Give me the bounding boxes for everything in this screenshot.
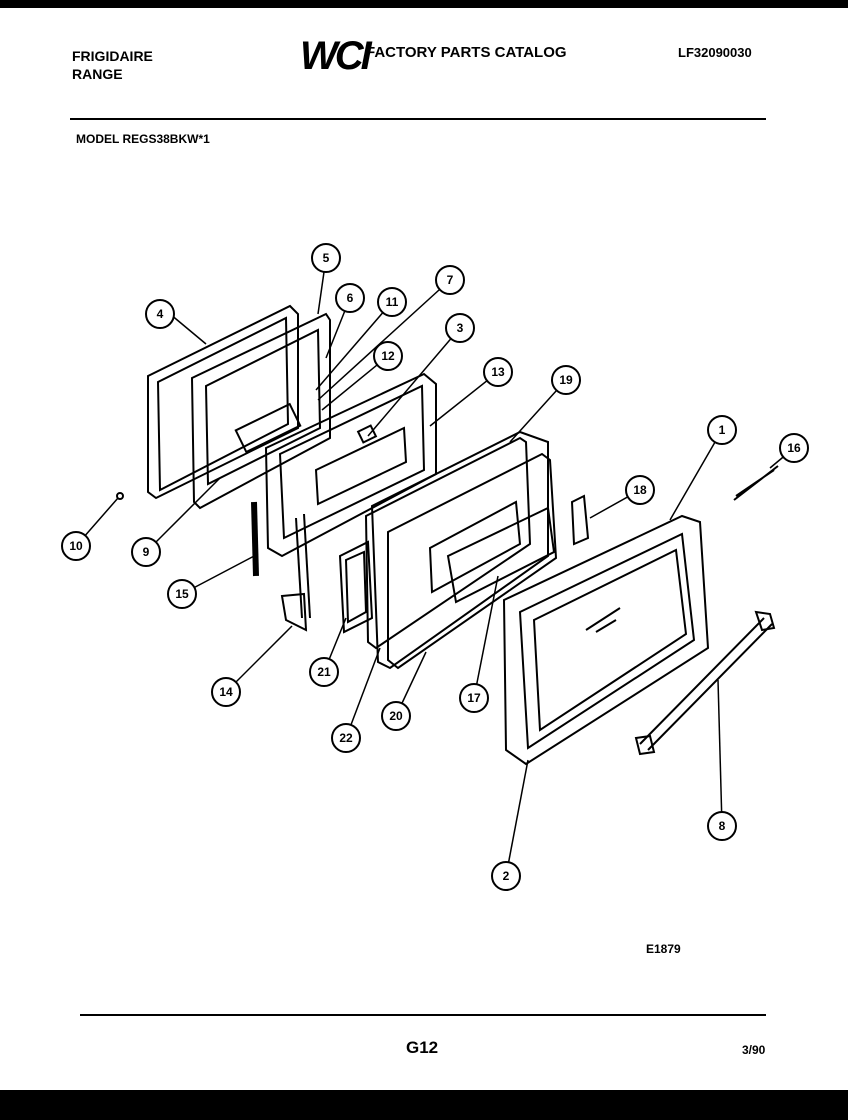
leader-lines — [75, 257, 795, 877]
callout-17: 17 — [459, 683, 489, 713]
callout-19: 19 — [551, 365, 581, 395]
callout-label: 22 — [339, 731, 353, 745]
callout-label: 8 — [719, 819, 726, 833]
callout-circle — [131, 537, 161, 567]
callout-label: 19 — [559, 373, 573, 387]
parts-drawing — [116, 304, 779, 766]
callout-9: 9 — [131, 537, 161, 567]
callout-14: 14 — [211, 677, 241, 707]
callout-circle — [435, 265, 465, 295]
part-door-liner — [147, 304, 299, 500]
part-insulation — [338, 540, 374, 634]
callout-label: 17 — [467, 691, 481, 705]
callout-13: 13 — [483, 357, 513, 387]
callout-1: 1 — [707, 415, 737, 445]
callout-circle — [707, 811, 737, 841]
date-code: 3/90 — [742, 1043, 766, 1057]
catalog-title: FACTORY PARTS CATALOG — [366, 44, 567, 61]
callout-circle — [551, 365, 581, 395]
callout-16: 16 — [779, 433, 809, 463]
callout-21: 21 — [309, 657, 339, 687]
figure-code: E1879 — [646, 942, 681, 956]
callout-8: 8 — [707, 811, 737, 841]
header-rule — [70, 118, 766, 120]
callout-label: 14 — [219, 685, 233, 699]
callout-label: 9 — [143, 545, 150, 559]
callout-5: 5 — [311, 243, 341, 273]
callout-label: 4 — [157, 307, 164, 321]
callout-circle — [381, 701, 411, 731]
callout-label: 3 — [457, 321, 464, 335]
callout-18: 18 — [625, 475, 655, 505]
callout-circle — [445, 313, 475, 343]
callout-label: 10 — [69, 539, 83, 553]
callout-label: 18 — [633, 483, 647, 497]
catalog-page: FRIGIDAIRE RANGE WCI FACTORY PARTS CATAL… — [0, 8, 848, 1090]
callout-circle — [373, 341, 403, 371]
callout-circle — [311, 243, 341, 273]
callout-circle — [483, 357, 513, 387]
callout-circle — [779, 433, 809, 463]
callout-label: 5 — [323, 251, 330, 265]
callout-label: 13 — [491, 365, 505, 379]
callout-7: 7 — [435, 265, 465, 295]
part-outer-door — [387, 452, 558, 670]
callout-4: 4 — [145, 299, 175, 329]
callout-circle — [309, 657, 339, 687]
callout-circle — [625, 475, 655, 505]
model-number: MODEL REGS38BKW*1 — [76, 132, 210, 146]
callout-12: 12 — [373, 341, 403, 371]
callout-circle — [707, 415, 737, 445]
callout-circle — [331, 723, 361, 753]
part-inner-panel — [190, 312, 331, 510]
callout-label: 16 — [787, 441, 801, 455]
callout-15: 15 — [167, 579, 197, 609]
part-hinge — [280, 513, 311, 632]
callout-label: 15 — [175, 587, 189, 601]
callout-10: 10 — [61, 531, 91, 561]
callout-circle — [377, 287, 407, 317]
callout-label: 6 — [347, 291, 354, 305]
callout-label: 2 — [503, 869, 510, 883]
callout-6: 6 — [335, 283, 365, 313]
callout-3: 3 — [445, 313, 475, 343]
callout-circle — [61, 531, 91, 561]
callout-label: 21 — [317, 665, 331, 679]
callout-circle — [211, 677, 241, 707]
callout-circle — [167, 579, 197, 609]
callout-circle — [145, 299, 175, 329]
callout-circle — [459, 683, 489, 713]
callout-2: 2 — [491, 861, 521, 891]
part-door-panel — [264, 372, 437, 558]
callout-20: 20 — [381, 701, 411, 731]
callout-label: 20 — [389, 709, 403, 723]
product-type: RANGE — [72, 66, 123, 82]
part-door-handle — [634, 610, 776, 756]
part-glass-frame — [502, 514, 710, 766]
callout-circle — [335, 283, 365, 313]
callout-label: 12 — [381, 349, 395, 363]
document-number: LF32090030 — [678, 45, 752, 60]
callout-circle — [491, 861, 521, 891]
callout-22: 22 — [331, 723, 361, 753]
brand-name: FRIGIDAIRE — [72, 48, 153, 64]
callout-label: 7 — [447, 273, 454, 287]
callout-label: 11 — [386, 295, 399, 309]
callout-11: 11 — [377, 287, 407, 317]
footer-rule — [80, 1014, 766, 1016]
page-code: G12 — [406, 1038, 439, 1057]
callout-label: 1 — [719, 423, 726, 437]
wci-logo: WCI — [300, 34, 372, 78]
